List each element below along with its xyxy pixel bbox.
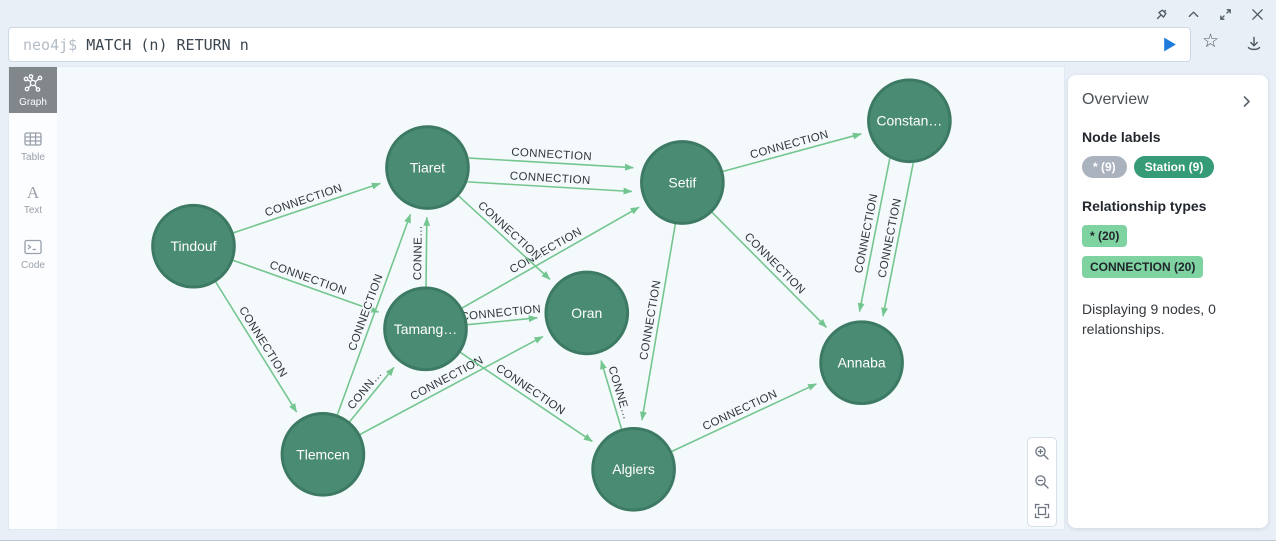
graph-node-annaba[interactable] [819,320,904,406]
node-label-tamanghasset: Tamang… [394,321,457,337]
query-prompt: neo4j$ [23,35,78,54]
query-editor[interactable]: neo4j$ MATCH (n) RETURN n [8,27,1191,62]
code-terminal-icon [24,239,42,255]
collapse-icon[interactable] [1185,6,1202,23]
frame-controls [1153,6,1266,23]
graph-edge-tlemcen-tiaret[interactable] [336,213,412,417]
fit-to-screen-icon[interactable] [1033,502,1051,520]
node-label-annaba: Annaba [838,355,886,371]
edge-label: CONNECTION [701,388,779,433]
edge-label: CONNECTION [236,305,289,380]
graph-node-oran[interactable] [544,270,630,356]
display-status-text: Displaying 9 nodes, 0 relationships. [1082,301,1216,338]
graph-edge-tindouf-tlemcen[interactable] [214,280,298,413]
zoom-controls [1027,437,1057,527]
overview-title: Overview [1082,91,1149,108]
graph-network-icon [23,74,43,92]
graph-edge-constantine-annaba[interactable] [857,158,891,313]
graph-edge-algiers-oran[interactable] [600,360,623,431]
graph-node-algiers[interactable] [591,426,676,512]
query-string [77,36,86,54]
view-tab-code[interactable]: Code [9,230,57,276]
graph-edge-tlemcen-oran[interactable] [358,335,544,436]
graph-edge-constantine-annaba[interactable] [881,162,914,317]
edge-label: CONNECTION [475,200,543,263]
favorite-star-icon[interactable]: ☆ [1202,31,1220,52]
graph-node-tiaret[interactable] [385,125,470,210]
edge-label: CONNECTION [742,231,808,297]
node-label-tiaret: Tiaret [410,160,445,176]
graph-node-tindouf[interactable] [151,203,236,289]
edge-label: CONNECTION [853,193,880,275]
text-a-icon: A [26,183,40,202]
query-text[interactable]: neo4j$ MATCH (n) RETURN n [23,36,1158,54]
edge-label: CONNECTION [877,197,904,279]
node-pill-station[interactable]: Station (9) [1133,156,1215,178]
edge-label: CONNE… [412,225,425,280]
node-label-constantine: Constan… [876,113,942,129]
node-label-setif: Setif [668,174,696,190]
graph-edge-tlemcen-tamanghasset[interactable] [348,366,395,424]
graph-node-tlemcen[interactable] [280,412,366,497]
graph-result-area: Graph Table A Text Code [8,66,1065,530]
rel-pill-connection[interactable]: CONNECTION (20) [1082,256,1204,278]
node-label-pills: * (9) Station (9) [1082,156,1254,178]
close-icon[interactable] [1249,6,1266,23]
overview-panel: Overview Node labels * (9) Station (9) R… [1068,75,1268,528]
graph-node-tamanghasset[interactable] [383,286,468,372]
edge-label: CONNECTION [268,259,348,297]
view-tab-table[interactable]: Table [9,122,57,168]
view-tab-label: Table [21,152,45,163]
node-label-tindouf: Tindouf [171,238,217,254]
graph-edge-tiaret-oran[interactable] [457,194,551,280]
graph-edge-tindouf-tiaret[interactable] [231,182,381,234]
relationship-types-heading: Relationship types [1082,198,1207,214]
graph-edge-tamanghasset-oran[interactable] [466,315,538,326]
graph-node-setif[interactable] [640,140,725,225]
graph-edge-algiers-annaba[interactable] [670,383,817,453]
view-tab-text[interactable]: A Text [9,177,57,221]
view-tab-label: Graph [19,97,47,108]
node-label-algiers: Algiers [612,461,655,477]
edge-label: CONNECTION [347,272,386,352]
graph-edge-setif-algiers[interactable] [639,222,677,421]
view-tab-label: Text [23,205,43,216]
node-label-oran: Oran [571,305,602,321]
edge-label: CONNECTION [493,362,567,417]
zoom-in-icon[interactable] [1033,444,1051,462]
graph-edge-tamanghasset-tiaret[interactable] [423,216,431,289]
table-icon [24,132,42,146]
graph-edge-tiaret-setif[interactable] [467,181,633,195]
view-tab-graph[interactable]: Graph [9,67,57,113]
view-mode-sidebar: Graph Table A Text Code [9,67,57,529]
node-pill-all[interactable]: * (9) [1082,156,1127,178]
expand-icon[interactable] [1217,6,1234,23]
graph-edge-tamanghasset-algiers[interactable] [458,351,593,443]
edge-label: CONNECTION [263,182,343,219]
graph-node-constantine[interactable] [867,78,952,164]
node-labels-heading: Node labels [1082,129,1161,145]
pin-icon[interactable] [1153,6,1170,23]
node-label-tlemcen: Tlemcen [296,446,349,462]
cypher-query: MATCH (n) RETURN n [86,35,249,54]
download-icon[interactable] [1245,35,1263,53]
graph-edge-tamanghasset-setif[interactable] [460,206,640,310]
graph-edge-tindouf-tamanghasset[interactable] [231,259,380,313]
view-tab-label: Code [21,260,45,271]
chevron-right-icon[interactable] [1242,94,1254,107]
rel-pill-all[interactable]: * (20) [1082,225,1128,247]
graph-edge-setif-annaba[interactable] [710,210,828,328]
edge-label: CONNECTION [460,303,542,323]
run-query-button[interactable] [1158,34,1180,56]
graph-edge-tiaret-setif[interactable] [468,157,634,171]
graph-edge-setif-constantine[interactable] [721,132,862,173]
edge-label: CONNE… [605,365,632,421]
zoom-out-icon[interactable] [1033,473,1051,491]
relationship-pills: * (20) CONNECTION (20) [1082,225,1254,287]
